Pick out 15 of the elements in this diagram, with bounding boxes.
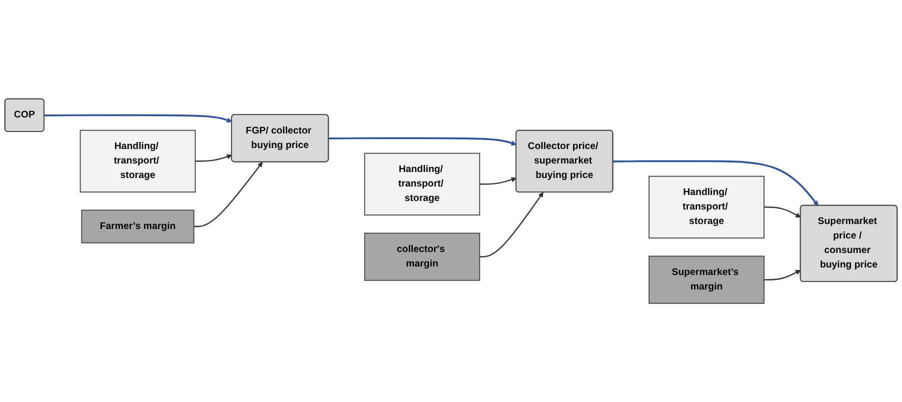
arrow [44, 114, 232, 123]
arrow [328, 137, 516, 146]
arrow [764, 270, 801, 280]
arrow [480, 192, 544, 258]
node-box: Handling/ transport/ storage [80, 130, 196, 192]
node-box: collector's margin [364, 232, 480, 281]
arrow [613, 160, 818, 206]
node-box: Handling/ transport/ storage [364, 152, 480, 216]
node-box: Handling/ transport/ storage [648, 176, 764, 238]
arrow [764, 206, 801, 218]
node-box: Supermarket’s margin [648, 256, 764, 304]
node-box: Farmer’s margin [81, 210, 194, 244]
arrow [194, 162, 263, 227]
arrow [195, 154, 232, 162]
arrow [480, 177, 516, 185]
